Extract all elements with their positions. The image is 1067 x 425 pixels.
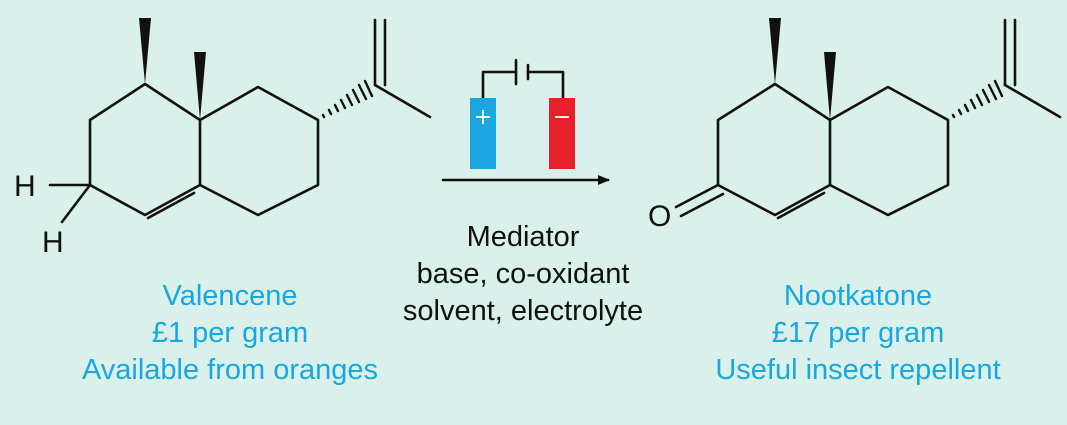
nootkatone-carbonyl-bond-a [674, 183, 720, 209]
valencene-h-upper: H [14, 170, 36, 203]
valencene-isopropenyl-bond [373, 83, 432, 119]
condition-mediator: Mediator [466, 221, 580, 253]
valencene-h-lower: H [42, 226, 64, 259]
valencene-methyl-wedge-1 [139, 18, 151, 84]
valencene-bonds [88, 82, 320, 217]
valencene-methyl-wedge-2 [194, 52, 206, 120]
valencene-hashed-wedge [321, 79, 374, 119]
nootkatone-carbonyl-bond-b [679, 192, 725, 218]
valencene-price: £1 per gram [151, 317, 309, 349]
nootkatone-methyl-wedge-2 [824, 52, 836, 120]
cathode-electrode [549, 98, 575, 169]
nootkatone-name: Nootkatone [783, 280, 933, 312]
nootkatone-use: Useful insect repellent [715, 354, 1001, 386]
nootkatone-caption: Nootkatone £17 per gram Useful insect re… [658, 278, 1058, 389]
electrochemical-cell: + − [470, 58, 575, 169]
anode-electrode [470, 98, 496, 169]
nootkatone-methyl-wedge-1 [769, 18, 781, 84]
condition-base: base, co-oxidant [416, 258, 630, 290]
nootkatone-oxygen: O [648, 200, 671, 233]
valencene-caption: Valencene £1 per gram Available from ora… [30, 278, 430, 389]
reaction-conditions: Mediator base, co-oxidant solvent, elect… [373, 219, 673, 330]
cell-wire-left [481, 70, 518, 100]
nootkatone-structure: O [648, 18, 1062, 233]
nootkatone-bonds [716, 82, 950, 217]
valencene-h-bond-lower [60, 183, 92, 224]
nootkatone-price: £17 per gram [771, 317, 945, 349]
nootkatone-ring-double-bond [776, 191, 826, 220]
cell-wire-right [526, 70, 565, 100]
nootkatone-isopropenyl-bond [1003, 83, 1062, 119]
condition-solvent: solvent, electrolyte [402, 295, 644, 327]
valencene-source: Available from oranges [81, 354, 379, 386]
cathode-sign: − [553, 105, 571, 130]
valencene-structure: H H [14, 18, 432, 259]
valencene-name: Valencene [162, 280, 298, 312]
nootkatone-hashed-wedge [951, 79, 1004, 119]
anode-sign: + [474, 105, 492, 130]
valencene-ring-double-bond [146, 191, 196, 220]
